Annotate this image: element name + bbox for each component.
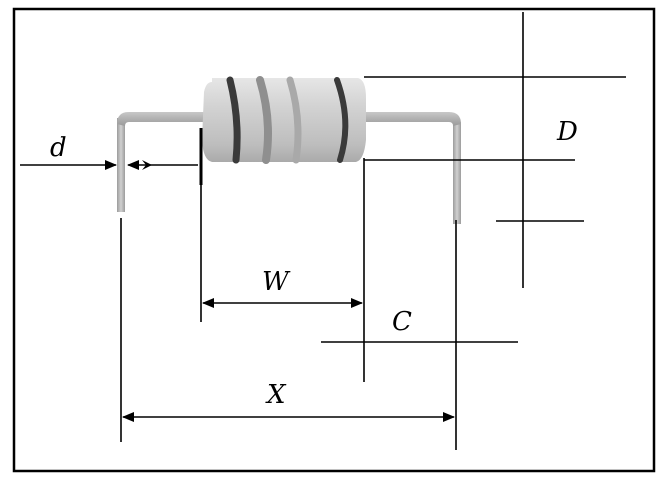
- left-lead: [117, 112, 206, 212]
- label-X: X: [265, 380, 287, 410]
- label-d: d: [50, 133, 67, 163]
- color-band-3: [286, 76, 302, 164]
- label-C: C: [392, 307, 412, 337]
- color-band-1: [226, 76, 241, 164]
- label-D: D: [556, 117, 578, 147]
- color-band-4: [334, 77, 349, 163]
- label-W: W: [262, 267, 291, 297]
- color-band-2: [256, 76, 272, 164]
- right-lead: [364, 112, 461, 224]
- frame-border: [12, 7, 656, 473]
- d-arrow-tail-mark: [142, 160, 152, 170]
- resistor-body: [202, 76, 366, 164]
